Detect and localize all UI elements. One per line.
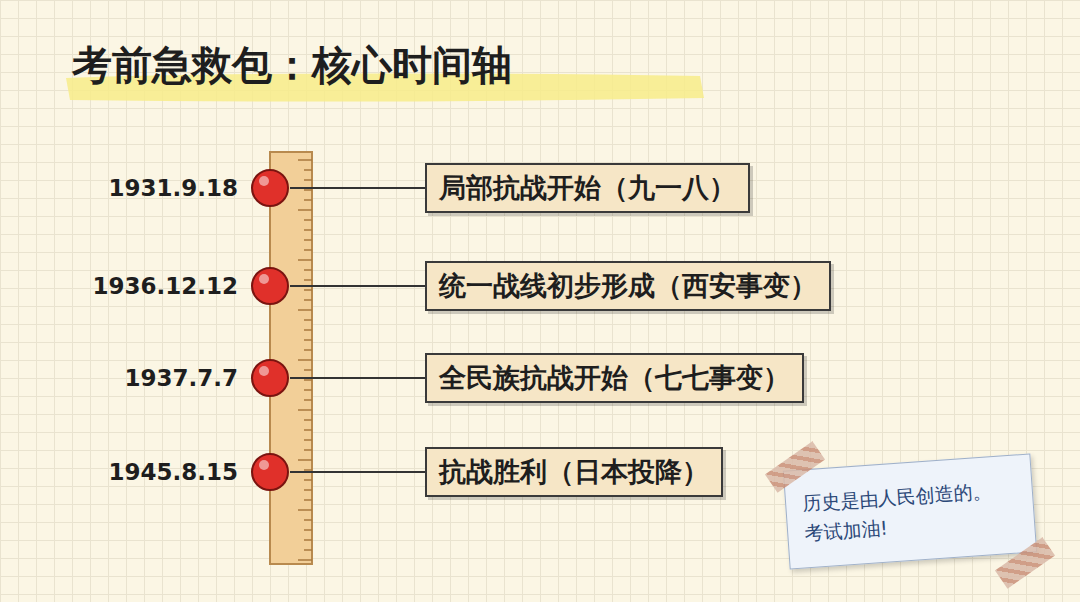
timeline-dots xyxy=(252,170,288,490)
ruler xyxy=(270,152,312,564)
dot-shine xyxy=(259,176,269,470)
date-label: 1931.9.18 xyxy=(109,175,239,201)
date-label: 1936.12.12 xyxy=(92,273,238,299)
event-text: 局部抗战开始（九一八） xyxy=(439,172,736,203)
event-box: 抗战胜利（日本投降） xyxy=(425,447,723,496)
diagram-title: 考前急救包：核心时间轴 xyxy=(72,38,512,93)
event-box: 统一战线初步形成（西安事变） xyxy=(425,261,831,310)
date-label: 1945.8.15 xyxy=(109,459,239,485)
leader-lines xyxy=(290,188,425,472)
ruler-ticks xyxy=(298,160,312,560)
event-text: 抗战胜利（日本投降） xyxy=(439,456,709,487)
event-box: 全民族抗战开始（七七事变） xyxy=(425,353,804,402)
note-card: 历史是由人民创造的。考试加油! xyxy=(783,453,1037,569)
event-text: 全民族抗战开始（七七事变） xyxy=(439,362,790,393)
note-text: 历史是由人民创造的。 xyxy=(801,474,1017,519)
event-text: 统一战线初步形成（西安事变） xyxy=(439,270,817,301)
event-box: 局部抗战开始（九一八） xyxy=(425,163,750,212)
date-label: 1937.7.7 xyxy=(125,365,239,391)
